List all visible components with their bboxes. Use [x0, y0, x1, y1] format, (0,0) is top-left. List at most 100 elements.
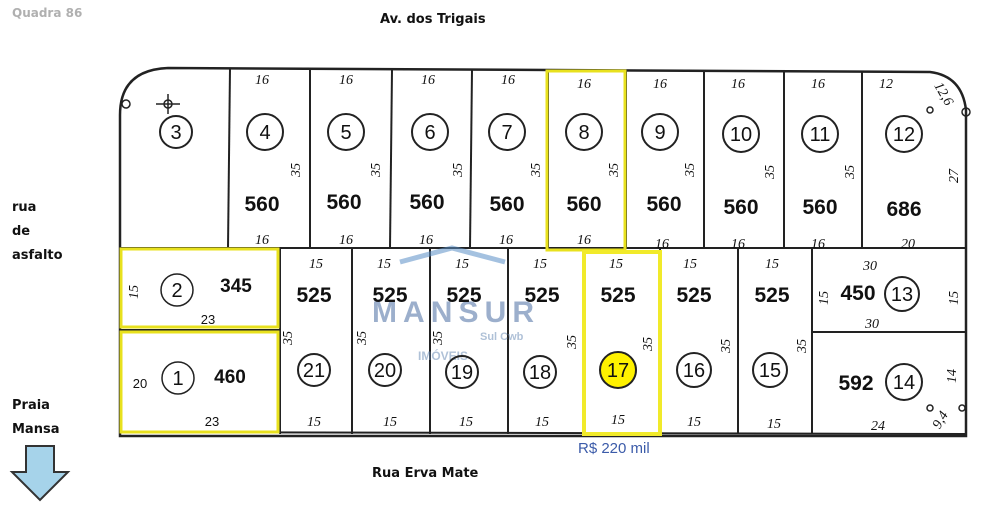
- lot-14-area: 592: [838, 372, 873, 395]
- lot-17-highlight[interactable]: [582, 250, 662, 436]
- lot-16[interactable]: 35 16 15: [676, 339, 734, 430]
- lot-20-top-width: 15: [377, 257, 391, 272]
- lot-12[interactable]: 12 12,6 12 27 686 20: [879, 77, 962, 252]
- lot-2[interactable]: 15 2 345 23: [127, 273, 252, 327]
- lot-2-area: 345: [220, 276, 252, 297]
- lot-16-number: 16: [683, 360, 705, 382]
- lot-21-bottom-width: 15: [307, 415, 321, 430]
- lot-13-side-left: 15: [817, 291, 832, 305]
- lot-10-number: 10: [730, 124, 752, 146]
- lot-19[interactable]: 35 19 15: [431, 331, 479, 430]
- lot-15-area-block: 15 525: [754, 257, 789, 307]
- lot-10[interactable]: 16 10 35 560 16: [722, 77, 778, 252]
- lot-18-area-block: 15 525: [524, 257, 559, 307]
- lot-11-top-width: 16: [811, 77, 825, 92]
- lot-2-bottom-width: 23: [201, 312, 215, 327]
- lot-20-area-block: 15 525: [372, 257, 407, 307]
- lot-20-depth: 35: [355, 331, 370, 346]
- lot-11[interactable]: 16 11 35 560 16: [801, 77, 858, 252]
- lot-19-number: 19: [451, 362, 473, 384]
- lot-9-top-width: 16: [653, 77, 667, 92]
- price-label: R$ 220 mil: [578, 440, 650, 457]
- lot-15-top-width: 15: [765, 257, 779, 272]
- lot-1-highlight[interactable]: [119, 330, 280, 434]
- lot-18-depth: 35: [565, 335, 580, 350]
- lot-11-depth: 35: [843, 165, 858, 180]
- lot-11-bottom-width: 16: [811, 237, 825, 252]
- lot-16-depth: 35: [719, 339, 734, 354]
- lot-5-depth: 35: [369, 163, 384, 178]
- lot-18-number: 18: [529, 362, 551, 384]
- lot-19-bottom-width: 15: [459, 415, 473, 430]
- lot-20-number: 20: [374, 360, 396, 382]
- lot-5-top-width: 16: [339, 73, 353, 88]
- lot-17-depth: 35: [641, 337, 656, 352]
- lot-4[interactable]: 16 4 35 560 16: [244, 73, 304, 248]
- lot-20[interactable]: 35 20 15: [355, 331, 402, 430]
- lot-1-bottom-width: 23: [205, 414, 219, 429]
- lot-12-corner: 12,6: [930, 80, 955, 109]
- lot-13-top-width: 30: [862, 259, 877, 274]
- lot-10-area: 560: [723, 196, 758, 219]
- lot-15-area: 525: [754, 284, 789, 307]
- street-label-left: rua de asfalto: [12, 196, 63, 268]
- lot-8-bottom-width: 16: [577, 233, 591, 248]
- lot-15-depth: 35: [795, 339, 810, 354]
- lot-1[interactable]: 20 1 460 23: [133, 361, 246, 429]
- lot-5[interactable]: 16 5 35 560 16: [326, 73, 384, 248]
- lot-12-bottom-width: 20: [901, 237, 915, 252]
- lot-9[interactable]: 16 9 35 560 16: [641, 77, 698, 252]
- lot-18[interactable]: 35 18 15: [523, 335, 580, 430]
- lot-19-top-width: 15: [455, 257, 469, 272]
- lot-6[interactable]: 16 6 35 560 16: [409, 73, 466, 248]
- lot-19-depth: 35: [431, 331, 446, 346]
- lot-2-highlight[interactable]: [119, 247, 280, 329]
- lot-13[interactable]: 30 15 450 13 15 30: [817, 259, 962, 332]
- lot-7-area: 560: [489, 193, 524, 216]
- lot-17[interactable]: 35 17 15: [599, 337, 656, 428]
- lot-17-area-block: 15 525: [600, 257, 635, 307]
- lot-14[interactable]: 592 14 14 24 9,4: [838, 363, 960, 434]
- lot-4-bottom-width: 16: [255, 233, 269, 248]
- lot-16-area: 525: [676, 284, 711, 307]
- lot-8[interactable]: 16 8 35 560 16: [565, 77, 622, 248]
- lot-19-area: 525: [446, 284, 481, 307]
- lot-18-area: 525: [524, 284, 559, 307]
- lot-2-number: 2: [171, 280, 182, 302]
- lot-10-bottom-width: 16: [731, 237, 745, 252]
- lot-6-depth: 35: [451, 163, 466, 178]
- block-outline: [118, 66, 968, 438]
- lot-15[interactable]: 35 15 15: [752, 339, 810, 432]
- lot-20-area: 525: [372, 284, 407, 307]
- lot-9-area: 560: [646, 193, 681, 216]
- street-label-bottom: Rua Erva Mate: [372, 466, 479, 481]
- lot-2-side: 15: [127, 285, 142, 299]
- lot-20-bottom-width: 15: [383, 415, 397, 430]
- lot-6-top-width: 16: [421, 73, 435, 88]
- lot-12-depth: 27: [947, 168, 962, 183]
- lot-4-area: 560: [244, 193, 279, 216]
- lot-6-bottom-width: 16: [419, 233, 433, 248]
- lot-5-bottom-width: 16: [339, 233, 353, 248]
- street-left-line-2: de: [12, 224, 31, 239]
- lot-7[interactable]: 16 7 35 560 16: [488, 73, 544, 248]
- lot-16-top-width: 15: [683, 257, 697, 272]
- lot-4-number: 4: [259, 122, 270, 144]
- lot-17-top-width: 15: [609, 257, 623, 272]
- beach-line-2: Mansa: [12, 422, 60, 437]
- lot-8-highlight[interactable]: [545, 69, 627, 252]
- lot-3[interactable]: 3: [159, 115, 193, 149]
- lot-21[interactable]: 35 21 15: [281, 331, 331, 430]
- lot-3-number: 3: [170, 122, 181, 144]
- lot-17-number: 17: [607, 360, 629, 382]
- lot-8-number: 8: [578, 122, 589, 144]
- lot-7-number: 7: [501, 122, 512, 144]
- lot-21-area-block: 15 525: [296, 257, 331, 307]
- watermark-sub: Sul Cwb: [480, 331, 524, 343]
- lot-8-top-width: 16: [577, 77, 591, 92]
- lot-11-number: 11: [810, 124, 831, 146]
- lot-18-top-width: 15: [533, 257, 547, 272]
- lot-21-number: 21: [303, 360, 325, 382]
- street-left-line-3: asfalto: [12, 248, 63, 263]
